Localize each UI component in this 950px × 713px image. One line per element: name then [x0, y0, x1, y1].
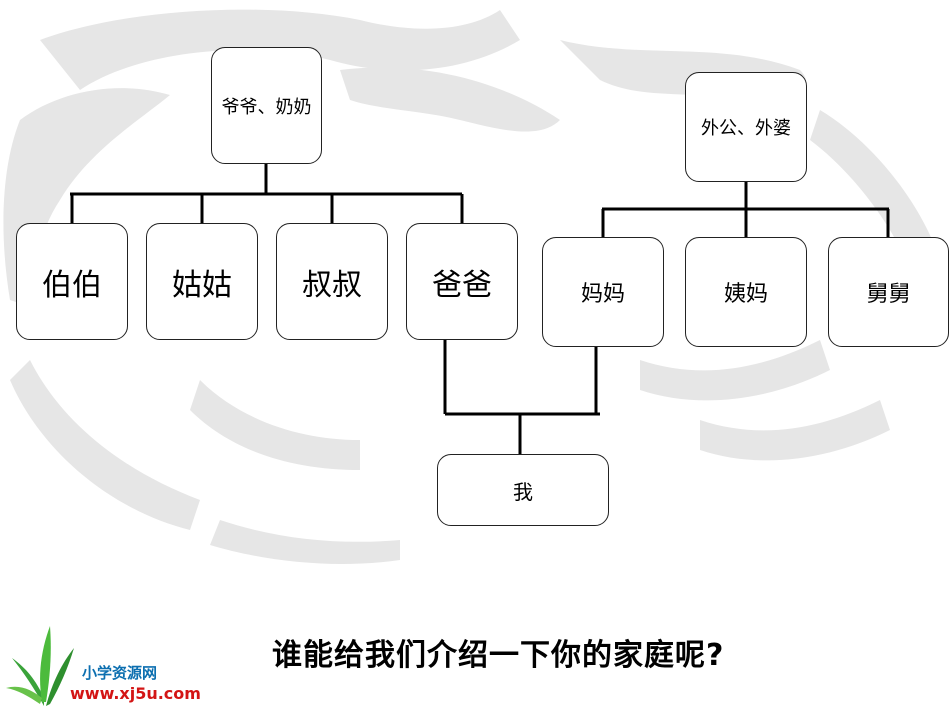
- node-jiujiu-label: 舅舅: [866, 282, 911, 307]
- node-grandparents-maternal: 外公、外婆: [685, 72, 807, 182]
- node-yima-label: 姨妈: [723, 282, 768, 307]
- node-grandparents-paternal: 爷爷、奶奶: [211, 47, 322, 164]
- node-baba: 爸爸: [406, 223, 518, 340]
- node-gugu-label: 姑姑: [172, 267, 232, 303]
- logo-site-name: 小学资源网: [82, 664, 158, 682]
- node-mama-label: 妈妈: [580, 282, 625, 307]
- node-gugu: 姑姑: [146, 223, 258, 340]
- logo-site-url[interactable]: www.xj5u.com: [70, 684, 201, 703]
- node-bobo-label: 伯伯: [42, 267, 102, 303]
- leaf-logo-icon: [6, 626, 74, 706]
- node-me: 我: [437, 454, 609, 526]
- node-me-label: 我: [513, 479, 533, 504]
- node-jiujiu: 舅舅: [828, 237, 949, 347]
- node-mama: 妈妈: [542, 237, 664, 347]
- node-grandparents-maternal-label: 外公、外婆: [701, 118, 791, 139]
- node-baba-label: 爸爸: [432, 267, 492, 303]
- node-yima: 姨妈: [685, 237, 807, 347]
- node-shushu-label: 叔叔: [302, 267, 362, 303]
- node-grandparents-paternal-label: 爷爷、奶奶: [221, 96, 312, 118]
- question-caption: 谁能给我们介绍一下你的家庭呢?: [272, 638, 725, 673]
- node-bobo: 伯伯: [16, 223, 128, 340]
- node-shushu: 叔叔: [276, 223, 388, 340]
